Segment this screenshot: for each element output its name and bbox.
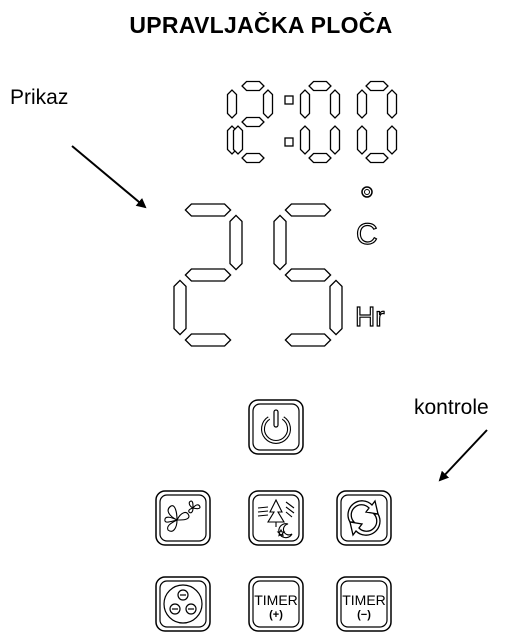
timer-plus-label: TIMER <box>254 592 298 608</box>
degree-symbol <box>361 186 373 198</box>
clock-display <box>226 80 398 164</box>
mode-button[interactable] <box>248 490 304 546</box>
timer-minus-sign: (−) <box>357 609 371 621</box>
clock-colon <box>284 95 294 105</box>
temperature-digit <box>273 203 343 347</box>
clock-digit <box>299 80 341 164</box>
unit-hours: Hr <box>355 301 385 332</box>
sleep-button[interactable] <box>155 576 211 632</box>
fan-speed-button[interactable] <box>155 490 211 546</box>
clock-colon <box>284 137 294 147</box>
swing-button[interactable] <box>336 490 392 546</box>
unit-celsius: C <box>356 218 378 251</box>
power-icon <box>261 409 291 444</box>
sleep-icon <box>163 584 203 624</box>
timer-minus-label: TIMER <box>342 592 386 608</box>
temperature-digit <box>173 203 243 347</box>
clock-digit <box>232 80 274 164</box>
timer-minus-button[interactable]: TIMER (−) <box>336 576 392 632</box>
mode-icon <box>257 498 295 539</box>
page-title: UPRAVLJAČKA PLOČA <box>129 12 393 38</box>
clock-digit <box>356 80 398 164</box>
display-label: Prikaz <box>10 86 69 109</box>
timer-plus-sign: (+) <box>269 609 283 621</box>
controls-arrow <box>438 429 488 482</box>
controls-label: kontrole <box>414 396 489 419</box>
display-arrow <box>71 145 147 209</box>
fan-speed-icon <box>164 500 201 532</box>
power-button[interactable] <box>248 399 304 455</box>
temperature-display <box>173 203 343 347</box>
swing-icon <box>347 499 381 537</box>
timer-plus-button[interactable]: TIMER (+) <box>248 576 304 632</box>
